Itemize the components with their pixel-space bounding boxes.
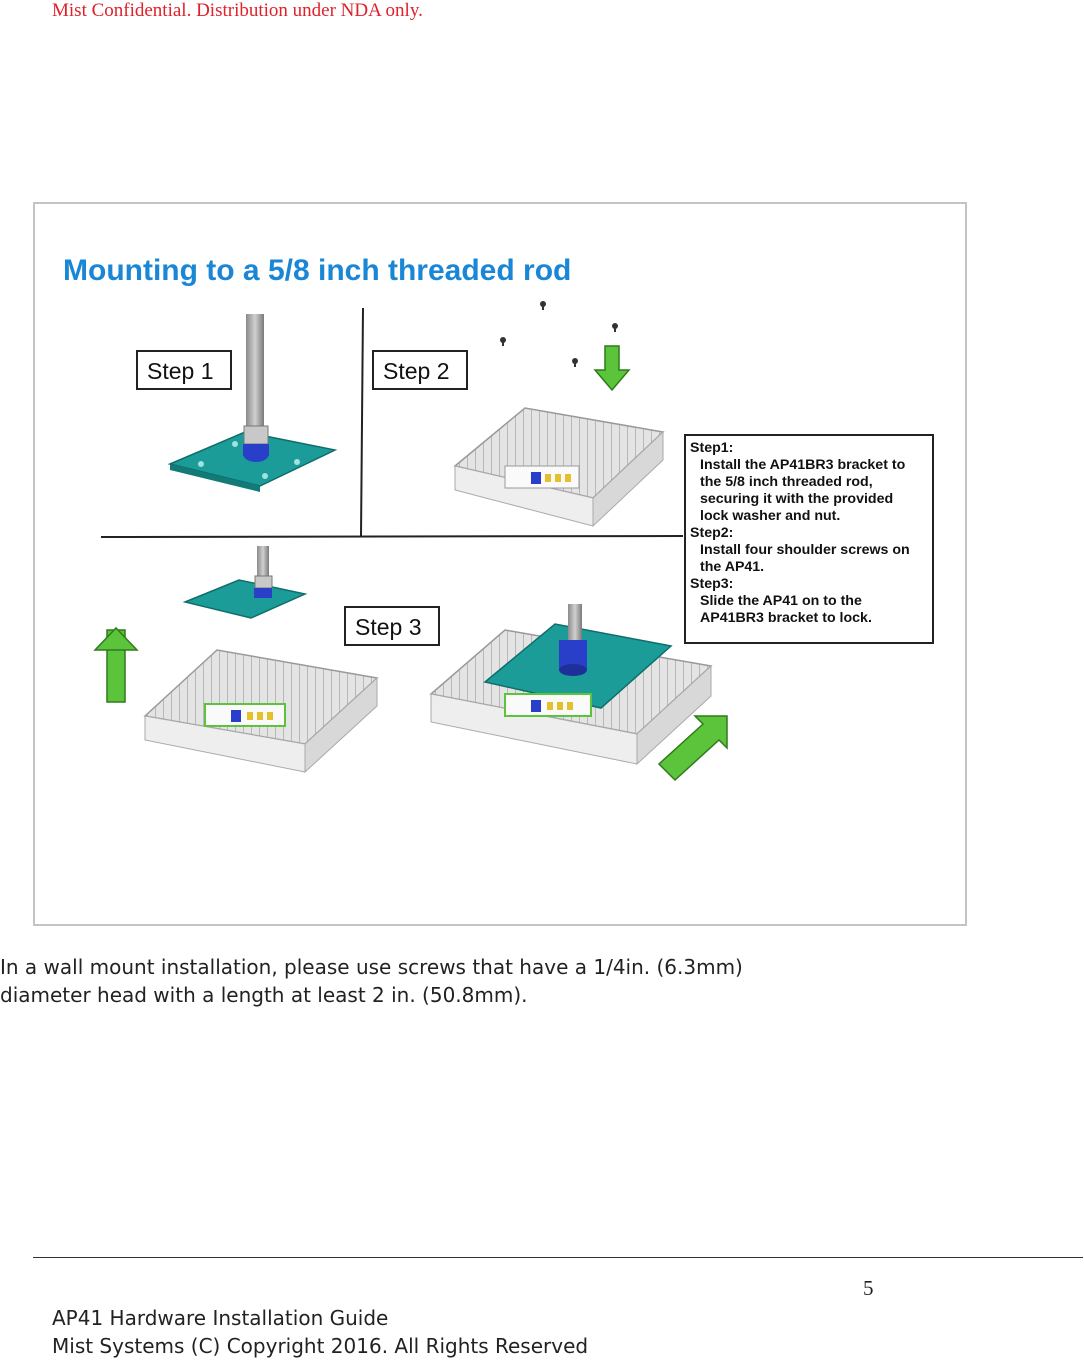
- instructions-text: Step1: Install the AP41BR3 bracket to th…: [690, 440, 910, 626]
- instruction-line: Install four shoulder screws on: [700, 542, 910, 558]
- step-1-label: Step 1: [147, 358, 214, 384]
- footer-rule: [33, 1257, 1083, 1258]
- instruction-line: Step1:: [690, 440, 733, 456]
- divider-vertical: [360, 307, 364, 537]
- installation-diagram: Mounting to a 5/8 inch threaded rod Step…: [63, 254, 934, 782]
- instruction-line: the AP41.: [700, 559, 764, 575]
- instruction-line: Slide the AP41 on to the: [700, 593, 862, 609]
- instruction-line: Step3:: [690, 576, 733, 592]
- instruction-line: Install the AP41BR3 bracket to: [700, 457, 906, 473]
- instruction-line: lock washer and nut.: [700, 508, 840, 524]
- arrow-down-icon: [593, 345, 631, 392]
- instruction-line: Step2:: [690, 525, 733, 541]
- step-2-box: [372, 350, 468, 390]
- divider-horizontal: [100, 535, 684, 538]
- instruction-line: AP41BR3 bracket to lock.: [700, 610, 872, 626]
- step-3-illustration-left: [93, 546, 379, 774]
- confidential-notice: Mist Confidential. Distribution under ND…: [52, 0, 423, 21]
- page-number: 5: [863, 1276, 874, 1300]
- step-3-illustration-right: [429, 604, 728, 782]
- body-line-1: In a wall mount installation, please use…: [0, 955, 743, 979]
- footer: AP41 Hardware Installation Guide Mist Sy…: [52, 1304, 588, 1360]
- instructions-box: [684, 434, 934, 644]
- step-3-box: [344, 606, 440, 646]
- arrow-up-icon: [93, 626, 139, 651]
- step-2-label: Step 2: [383, 358, 450, 384]
- footer-copyright: Mist Systems (C) Copyright 2016. All Rig…: [52, 1334, 589, 1358]
- body-line-2: diameter head with a length at least 2 i…: [0, 983, 528, 1007]
- arrow-slide-icon: [657, 715, 728, 782]
- step-1-box: [136, 350, 232, 390]
- step-3-label: Step 3: [355, 614, 422, 640]
- footer-title: AP41 Hardware Installation Guide: [52, 1306, 389, 1330]
- body-paragraph: In a wall mount installation, please use…: [0, 953, 1000, 1009]
- instruction-line: securing it with the provided: [700, 491, 893, 507]
- installation-figure: Mounting to a 5/8 inch threaded rod Step…: [33, 202, 967, 926]
- step-2-illustration: [453, 301, 665, 528]
- instruction-line: the 5/8 inch threaded rod,: [700, 474, 873, 490]
- figure-title: Mounting to a 5/8 inch threaded rod: [63, 254, 571, 287]
- step-1-illustration: [167, 314, 338, 492]
